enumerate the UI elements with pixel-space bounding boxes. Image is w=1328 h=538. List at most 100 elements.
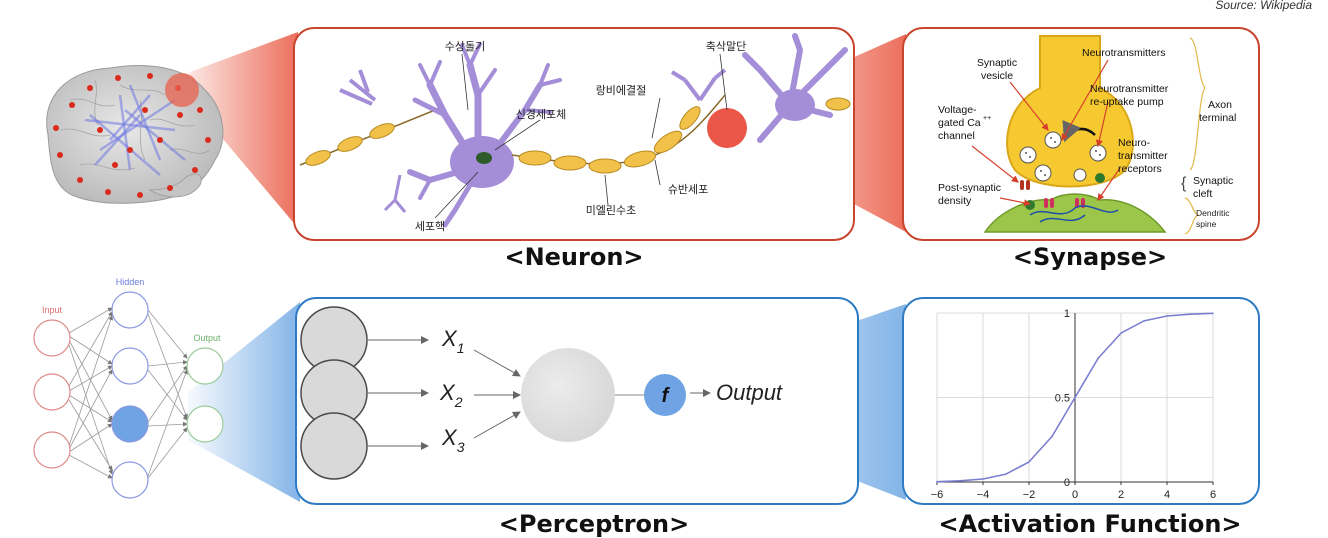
y-tick-label: 0.5 [1055,393,1070,405]
label-synaptic-vesicle-1: Synaptic [977,57,1017,69]
x-tick-label: −4 [977,489,990,501]
sigmoid-point [1212,312,1214,315]
density-marker [1025,200,1035,210]
perceptron-input-arrows [368,336,711,450]
neuron-panel: 수상돌기 축삭말단 랑비에결절 신경세포체 슈반세포 미엘린수초 세포핵 [293,27,855,241]
x-tick-label: −2 [1023,489,1036,501]
label-density-2: density [938,195,972,207]
neuron-axon [511,68,727,174]
activation-symbol: f [662,385,671,407]
postsynaptic-density [1029,205,1119,223]
hidden-active-node [111,405,149,443]
x-tick-label: 6 [1210,489,1216,501]
label-axon-terminal: 축삭말단 [706,40,746,53]
synapse-brackets [1184,37,1206,235]
hidden-layer [111,291,149,499]
label-voltage-3: channel [938,130,975,142]
input-layer [33,319,71,469]
label-output-layer: Output [193,333,221,343]
caption-neuron: <Neuron> [504,243,644,271]
neuron-nucleus [476,152,492,164]
brain-nodes [53,73,211,198]
label-density-1: Post-synaptic [938,182,1001,194]
neural-network-diagram: Input Hidden Output [33,277,224,499]
label-receptors-1: Neuro- [1118,137,1151,149]
label-receptors-2: transmitter [1118,150,1168,162]
sigmoid-chart: −6 −4 −2 0 2 4 6 0 0.5 1 [931,308,1216,501]
activation-node [644,374,686,416]
synapse-arrows [971,59,1121,207]
perceptron-input-circles [300,306,368,480]
label-voltage-1: Voltage- [938,104,977,116]
label-axon-terminal-2: terminal [1199,112,1236,124]
output-layer [186,347,224,443]
label-node-of-ranvier: 랑비에결절 [596,84,647,97]
label-schwann-cell: 슈반세포 [668,183,708,196]
label-reuptake-2: re-uptake pump [1090,96,1164,108]
label-spine-1: Dendritic [1196,208,1230,218]
y-tick-label: 1 [1064,308,1070,320]
label-input-layer: Input [42,305,63,315]
caption-synapse: <Synapse> [1012,243,1168,271]
label-myelin-sheath: 미엘린수초 [586,204,637,217]
sigmoid-point [1051,435,1053,438]
perceptron-output-label: Output [716,380,783,405]
sigmoid-point [1143,320,1145,322]
sigmoid-point [1028,461,1030,463]
perceptron-input-labels: X1 X2 X3 [439,326,465,455]
neuron-right-soma [775,89,815,121]
sigmoid-point [1005,473,1007,475]
label-voltage-sup: ++ [983,115,991,122]
synaptic-vesicles [1019,131,1107,182]
sigmoid-point [959,480,961,482]
sigmoid-point [1120,332,1122,334]
sigmoid-point [1074,396,1076,399]
x-tick-label: 4 [1164,489,1170,501]
label-cleft-1: Synaptic [1193,175,1233,187]
neuron-left-axon [299,69,441,213]
caption-perceptron: <Perceptron> [498,510,690,538]
perceptron-panel: X1 X2 X3 f Output [295,297,859,505]
x-tick-label: 0 [1072,489,1078,501]
label-cleft-2: cleft [1193,188,1212,200]
brain-highlight [165,73,199,107]
label-dendrite: 수상돌기 [445,40,485,53]
label-cell-body: 신경세포체 [516,108,567,121]
neuron-leader-lines [434,53,728,219]
sigmoid-point [1189,313,1191,315]
label-voltage-2: gated Ca [938,117,981,129]
label-spine-2: spine [1196,219,1217,229]
label-nucleus: 세포핵 [415,220,445,233]
neuron-dendrites [407,42,562,228]
brain-connections [84,84,186,176]
x-tick-label: 2 [1118,489,1124,501]
neuron-right-myelin [825,97,851,111]
label-neurotransmitters: Neurotransmitters [1082,47,1165,59]
brain-illustration [46,65,224,204]
synapse-panel: { Synaptic vesicle Neurotransmitters Neu… [902,27,1260,241]
zoom-beam-network-to-perceptron [188,302,300,502]
ca-channels [1020,180,1030,190]
sigmoid-point [982,478,984,480]
input-x2: X2 [439,380,463,410]
vesicle-dots [1025,137,1101,176]
label-reuptake-1: Neurotransmitter [1090,83,1169,95]
y-tick-label: 0 [1064,477,1070,489]
caption-activation: <Activation Function> [938,510,1242,538]
network-edges [68,307,188,479]
zoom-beam-brain-to-neuron [190,32,298,228]
input-x3: X3 [441,425,465,455]
input-x1: X1 [441,326,464,356]
label-hidden-layer: Hidden [116,277,145,287]
activation-panel: −6 −4 −2 0 2 4 6 0 0.5 1 [902,297,1260,505]
reuptake-pump [1095,173,1105,183]
perceptron-soma [521,348,615,442]
label-synaptic-vesicle-2: vesicle [981,70,1013,82]
source-credit: Source: Wikipedia [1215,0,1312,12]
neuron-synapse-highlight [707,108,747,148]
synapse-cleft-brace: { [1181,175,1187,192]
x-tick-label: −6 [931,489,944,501]
sigmoid-point [1097,357,1099,360]
label-receptors-3: receptors [1118,163,1162,175]
